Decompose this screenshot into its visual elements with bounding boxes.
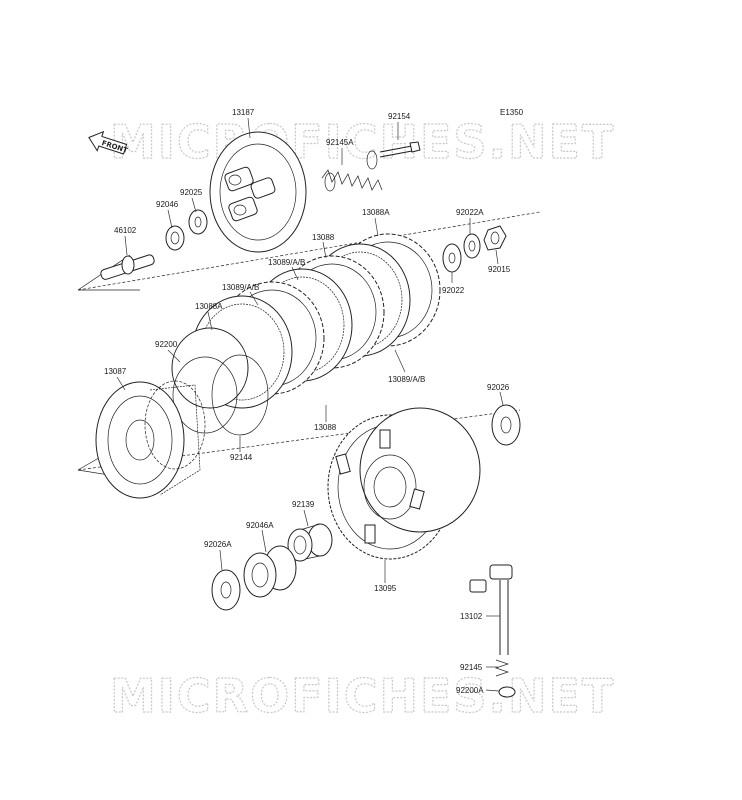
leader-lines bbox=[116, 117, 504, 692]
spring-92144[interactable] bbox=[211, 354, 269, 436]
label-13088-upper: 13088 bbox=[312, 233, 335, 242]
label-92022: 92022 bbox=[442, 286, 465, 295]
diagram-code: E1350 bbox=[500, 108, 524, 117]
label-92139: 92139 bbox=[292, 500, 315, 509]
label-92046A: 92046A bbox=[246, 521, 274, 530]
watermark-top: MICROFICHES.NET bbox=[110, 115, 615, 169]
label-92026A: 92026A bbox=[204, 540, 232, 549]
spring-92145A[interactable] bbox=[321, 150, 383, 192]
part-labels: 13187 92154 92145A 92025 92046 46102 130… bbox=[104, 108, 511, 695]
label-13089AB-3: 13089/A/B bbox=[388, 375, 425, 384]
sleeve-92139[interactable] bbox=[287, 523, 333, 562]
clutch-housing-13095[interactable] bbox=[327, 407, 481, 560]
label-92144: 92144 bbox=[230, 453, 253, 462]
nut-92015[interactable] bbox=[483, 225, 507, 251]
bearing-92046[interactable] bbox=[165, 225, 185, 251]
label-92145A: 92145A bbox=[326, 138, 354, 147]
clutch-hub-13087[interactable] bbox=[95, 380, 206, 499]
wire-ring-92200[interactable] bbox=[172, 356, 238, 434]
bolt-92154[interactable] bbox=[379, 141, 421, 158]
label-92025: 92025 bbox=[180, 188, 203, 197]
label-92046: 92046 bbox=[156, 200, 179, 209]
label-13088A-left: 13088A bbox=[195, 302, 223, 311]
label-13088A-top: 13088A bbox=[362, 208, 390, 217]
push-rod-46102[interactable] bbox=[100, 254, 155, 281]
pressure-plate-13187[interactable] bbox=[209, 131, 307, 253]
label-92026: 92026 bbox=[487, 383, 510, 392]
label-92145: 92145 bbox=[460, 663, 483, 672]
label-13087: 13087 bbox=[104, 367, 127, 376]
washer-92022[interactable] bbox=[442, 243, 462, 273]
spring-92145[interactable] bbox=[494, 659, 510, 677]
label-92154: 92154 bbox=[388, 112, 411, 121]
needle-bearing-92046A[interactable] bbox=[243, 545, 297, 598]
label-13187: 13187 bbox=[232, 108, 255, 117]
washer-92025[interactable] bbox=[188, 209, 208, 235]
release-shaft-13102[interactable] bbox=[469, 564, 513, 655]
watermark-bottom: MICROFICHES.NET bbox=[110, 669, 615, 723]
clutch-plate-stack[interactable] bbox=[171, 233, 441, 409]
label-46102: 46102 bbox=[114, 226, 137, 235]
ring-92200A[interactable] bbox=[498, 686, 516, 698]
label-92200A: 92200A bbox=[456, 686, 484, 695]
label-13095: 13095 bbox=[374, 584, 397, 593]
washer-92026A[interactable] bbox=[211, 569, 241, 611]
label-92015: 92015 bbox=[488, 265, 511, 274]
label-13089AB-1: 13089/A/B bbox=[268, 258, 305, 267]
washer-92026[interactable] bbox=[491, 404, 521, 446]
label-13102: 13102 bbox=[460, 612, 483, 621]
label-92200: 92200 bbox=[155, 340, 178, 349]
label-13088-lower: 13088 bbox=[314, 423, 337, 432]
washer-92022A[interactable] bbox=[463, 233, 481, 259]
label-92022A: 92022A bbox=[456, 208, 484, 217]
label-13089AB-2: 13089/A/B bbox=[222, 283, 259, 292]
